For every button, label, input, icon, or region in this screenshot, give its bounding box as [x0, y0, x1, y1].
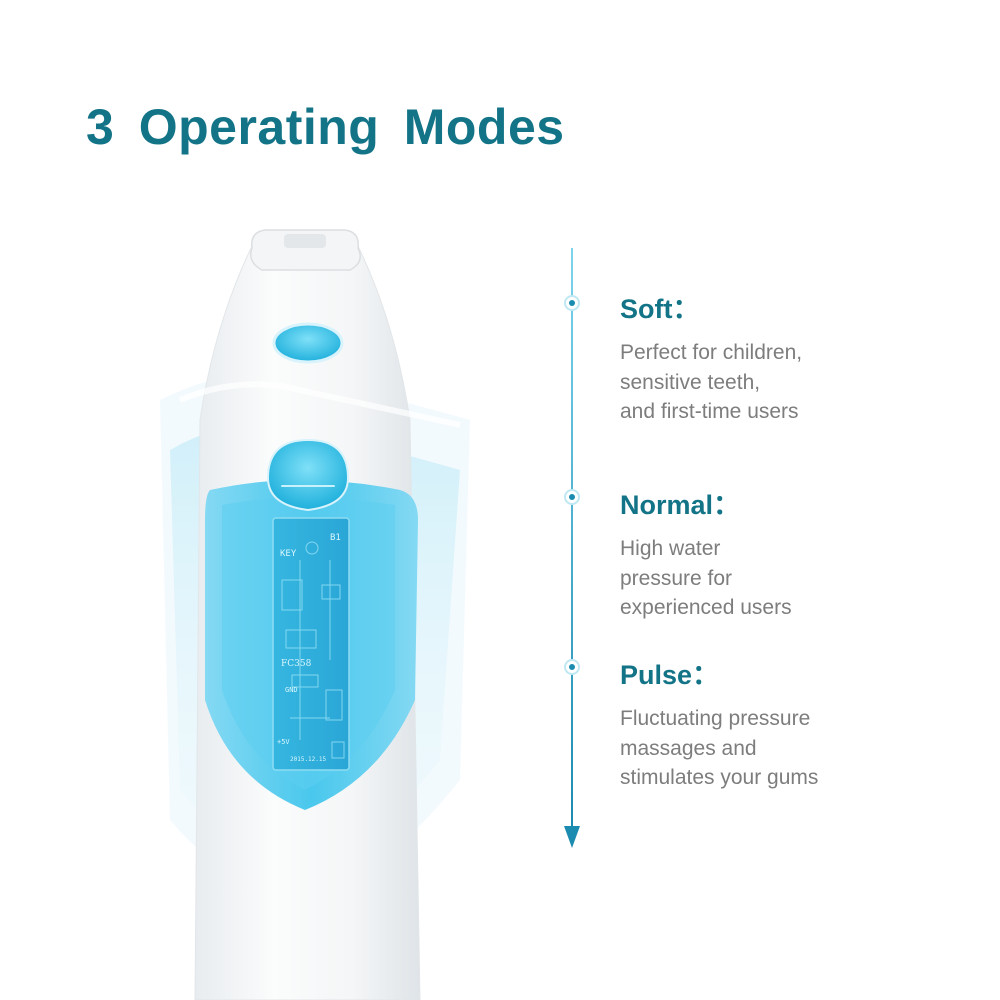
timeline-dot-icon: [564, 659, 580, 675]
mode-description-line: and first-time users: [620, 400, 799, 423]
mode-description-line: pressure for: [620, 566, 733, 590]
mode-name: Soft：: [620, 294, 700, 324]
page-title: 3 Operating Modes: [86, 99, 565, 155]
mode-description-line: stimulates your gums: [620, 766, 819, 789]
board-label-date: 2015.12.15: [290, 756, 327, 763]
timeline-line: [571, 248, 573, 828]
mode-name: Normal：: [620, 490, 741, 520]
mode-description-line: experienced users: [620, 596, 792, 619]
board-label-b1: B1: [330, 533, 341, 543]
mode-normal: Normal： High water pressure for experien…: [620, 483, 792, 623]
water-flosser-image: KEY B1 FC358 GND +5V 2015.12.15: [160, 229, 470, 1000]
mode-name: Pulse：: [620, 660, 720, 690]
mode-description-line: sensitive teeth,: [620, 370, 761, 394]
board-label-key: KEY: [280, 549, 297, 559]
mode-description-line: Fluctuating pressure: [620, 707, 811, 730]
mode-description-line: massages and: [620, 736, 757, 760]
mode-soft: Soft： Perfect for children, sensitive te…: [620, 287, 802, 427]
power-button: [272, 322, 344, 364]
timeline-dot-icon: [564, 489, 580, 505]
mode-description-line: High water: [620, 537, 721, 560]
mode-button: [266, 438, 350, 512]
timeline-dot-icon: [564, 295, 580, 311]
nozzle-cap: [250, 229, 361, 271]
timeline-arrow-icon: [564, 826, 580, 848]
board-label-model: FC358: [281, 659, 312, 669]
mode-pulse: Pulse： Fluctuating pressure massages and…: [620, 653, 818, 793]
board-label-5v: +5V: [277, 738, 290, 746]
board-label-gnd: GND: [285, 686, 298, 694]
mode-description-line: Perfect for children,: [620, 341, 803, 364]
